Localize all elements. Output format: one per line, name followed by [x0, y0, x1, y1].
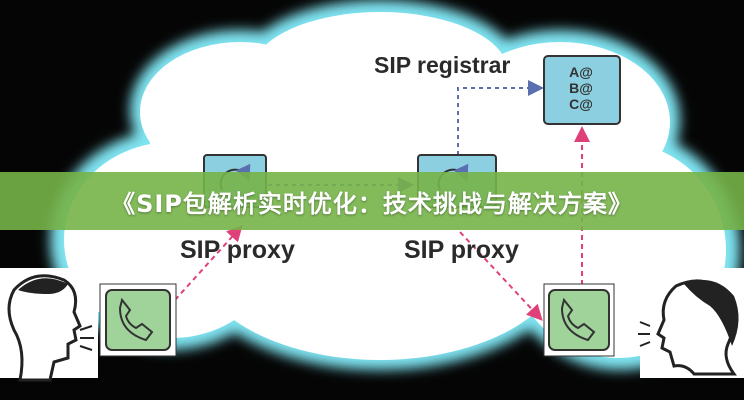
registrar-box — [543, 55, 621, 125]
registrar-entries: A@ B@ C@ — [556, 64, 606, 112]
proxy-label-2: SIP proxy — [404, 236, 519, 264]
registrar-entry: C@ — [569, 96, 593, 112]
proxy-label-1: SIP proxy — [180, 236, 295, 264]
registrar-entry: A@ — [569, 64, 593, 80]
registrar-entry: B@ — [569, 80, 593, 96]
phone-icon-left — [99, 283, 177, 357]
title-banner: 《SIP包解析实时优化：技术挑战与解决方案》 — [0, 172, 744, 230]
dashed-register-line — [457, 80, 544, 155]
phone-icon-right — [543, 283, 615, 357]
caller-woman-icon — [638, 268, 744, 378]
arrow-phone-to-proxy — [174, 225, 243, 301]
banner-title: 《SIP包解析实时优化：技术挑战与解决方案》 — [111, 189, 633, 218]
caller-man-icon — [0, 268, 98, 382]
registrar-label: SIP registrar — [374, 52, 511, 78]
arrow-proxy-to-phone — [459, 231, 543, 321]
